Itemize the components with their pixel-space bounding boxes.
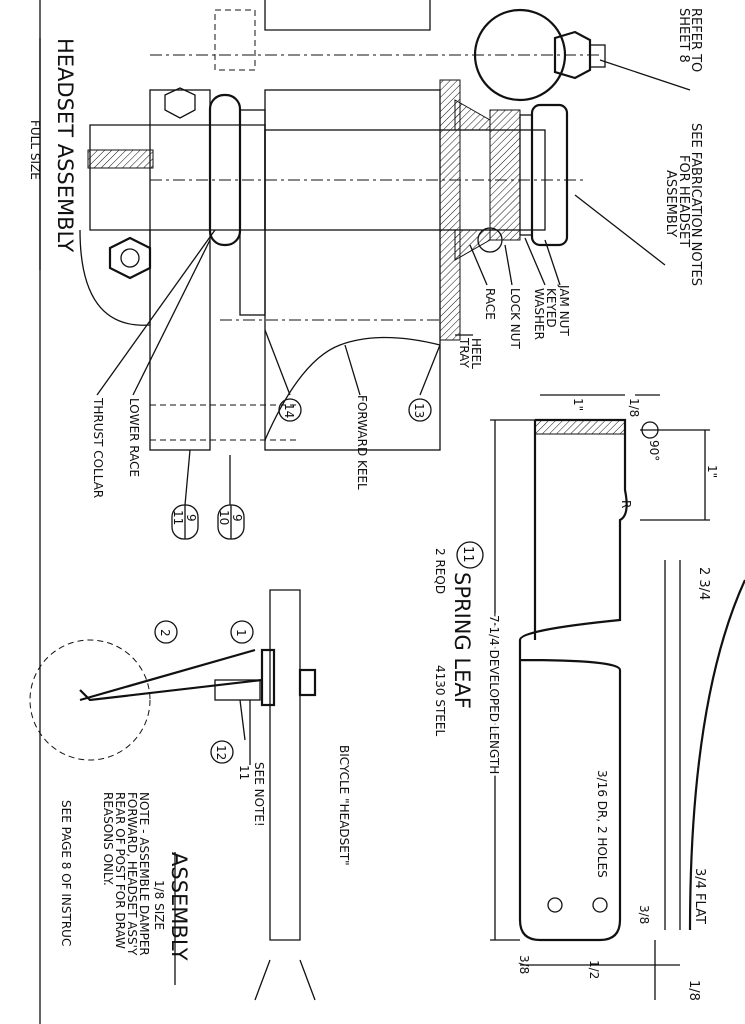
part-1: 1 [234, 629, 248, 637]
dim-radius: R [619, 500, 633, 508]
part-14-circle [278, 398, 302, 422]
note-line: NOTE - ASSEMBLE DAMPER [137, 792, 151, 956]
dim-1in-b: 1" [705, 465, 719, 478]
clamp-nut [553, 30, 592, 80]
assembly-part-11: 11 [237, 765, 251, 780]
damper-arm [79, 678, 263, 702]
refer-to-label-2: SHEET 8 [676, 8, 691, 63]
lock-nut-label: LOCK NUT [508, 288, 522, 350]
collar-lug [79, 229, 151, 326]
see-page-label: SEE PAGE 8 OF INSTRUC [59, 800, 73, 946]
hole-1 [547, 897, 563, 913]
leaf-number-circle [456, 541, 484, 569]
fab-notes-label: SEE FABRICATION NOTES [688, 123, 703, 286]
note-line: FORWARD, HEADSET ASS'Y [125, 792, 139, 956]
keyed-washer-label: KEYED [544, 288, 558, 328]
part-13-circle [408, 398, 432, 422]
dim-2-3-4: 2 3/4 [696, 567, 711, 600]
assembly-title: ASSEMBLY [167, 852, 191, 961]
part-12-circle [210, 740, 234, 764]
leaf-title: SPRING LEAF [450, 572, 474, 709]
thrust-collar [149, 89, 211, 451]
heel-tray-label-2: TRAY [457, 337, 471, 368]
part-9a: 9 [230, 514, 244, 522]
leaf-material: 4130 STEEL [433, 665, 447, 736]
headset-section [79, 0, 606, 451]
tube-hatch [87, 149, 154, 169]
hole-2 [592, 897, 608, 913]
drawing-scale: FULL SIZE [28, 120, 42, 180]
note-line: REAR OF POST FOR DRAW [113, 792, 127, 949]
assembly-scale: 1/8 SIZE [152, 880, 166, 930]
part-14: 14 [282, 403, 296, 418]
dim-flat: 3/4 FLAT [692, 868, 707, 924]
dim-1-8: 1/8 [627, 398, 641, 417]
see-note-label: SEE NOTE! [252, 762, 266, 827]
part-9b: 9 [184, 514, 198, 522]
leader-lines [96, 59, 691, 506]
dim-1-8-b: 1/8 [686, 980, 701, 1001]
spring-leaf-drawing [490, 394, 745, 1000]
lower-race [208, 93, 242, 247]
assembly-drawing [29, 589, 317, 1001]
thrust-collar-label: THRUST COLLAR [91, 397, 105, 498]
leaf-holes: 3/16 DR, 2 HOLES [595, 770, 609, 878]
fab-notes-label-2: FOR HEADSET [676, 155, 691, 247]
part-10: 10 [217, 510, 231, 525]
post [269, 589, 301, 941]
keyed-washer-label-2: WASHER [532, 288, 546, 340]
labels: HEADSET ASSEMBLY FULL SIZE REFER TO SHEE… [28, 8, 719, 1001]
part-2-circle [154, 620, 178, 644]
headset-block [260, 648, 276, 707]
dim-1in: 1" [571, 398, 585, 411]
heel-tray-label: HEEL [469, 338, 483, 369]
forward-keel [264, 89, 441, 451]
heel-tray [439, 79, 461, 341]
jam-nut [530, 103, 569, 247]
hidden-block [214, 9, 256, 71]
leaf-outline [518, 418, 628, 942]
bicycle-headset-label: BICYCLE "HEADSET" [337, 745, 351, 866]
refer-to-label: REFER TO [688, 8, 703, 72]
fab-notes-label-3: ASSEMBLY [663, 170, 678, 237]
jam-nut-label: JAM NUT [557, 284, 571, 336]
dim-angle: 90° [647, 440, 661, 461]
race-lower-block [239, 109, 266, 316]
lock-nut [489, 109, 521, 241]
part-1-circle [230, 620, 254, 644]
dim-3-8-a: 3/8 [637, 905, 651, 924]
leaf-arc [688, 579, 745, 931]
lower-race-label: LOWER RACE [127, 398, 141, 477]
leaf-qty: 2 REQD [433, 548, 447, 594]
part-11: 11 [171, 510, 185, 525]
steer-tube [89, 124, 266, 231]
leaf-number: 11 [460, 546, 475, 563]
damper-circle [29, 639, 151, 761]
part-2: 2 [158, 629, 172, 637]
note-line: REASONS ONLY. [101, 792, 115, 886]
part-13: 13 [412, 403, 426, 418]
drawing-title: HEADSET ASSEMBLY [53, 38, 77, 252]
leaf-length: 7 1/4 DEVELOPED LENGTH [487, 615, 501, 774]
dim-3-8-b: 3/8 [517, 955, 531, 974]
keyed-washer [519, 114, 533, 236]
race-label: RACE [483, 288, 497, 320]
forward-keel-label: FORWARD KEEL [355, 395, 369, 490]
part-12: 12 [214, 745, 228, 760]
dim-1-2: 1/2 [587, 960, 601, 979]
lug-nut [108, 236, 152, 280]
